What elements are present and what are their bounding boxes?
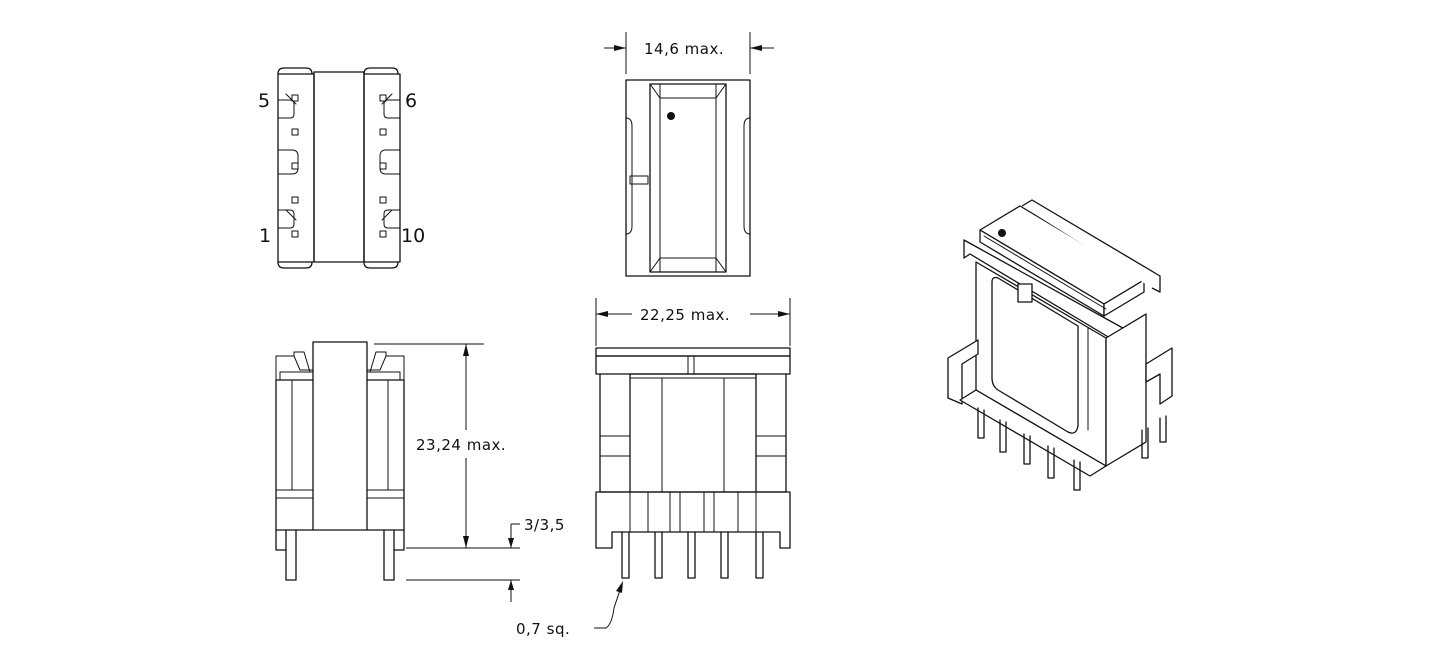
pin-label-10: 10: [401, 225, 425, 247]
pin-label-6: 6: [405, 90, 417, 112]
dim-height: 23,24 max.: [416, 436, 506, 454]
front-view: 22,25 max. 0,7 sq.: [516, 298, 791, 638]
isometric-view: [947, 199, 1173, 491]
dim-pin-section: 0,7 sq.: [516, 620, 570, 638]
bottom-view: 5 6 1 10: [258, 67, 425, 269]
top-view: 14,6 max.: [604, 32, 774, 277]
side-view: 23,24 max. 3/3,5: [275, 341, 565, 602]
dim-pin-length: 3/3,5: [524, 516, 565, 534]
pin-label-5: 5: [258, 90, 270, 112]
dim-width-top: 14,6 max.: [644, 40, 724, 58]
dim-width-front: 22,25 max.: [640, 306, 730, 324]
pin-label-1: 1: [259, 225, 271, 247]
